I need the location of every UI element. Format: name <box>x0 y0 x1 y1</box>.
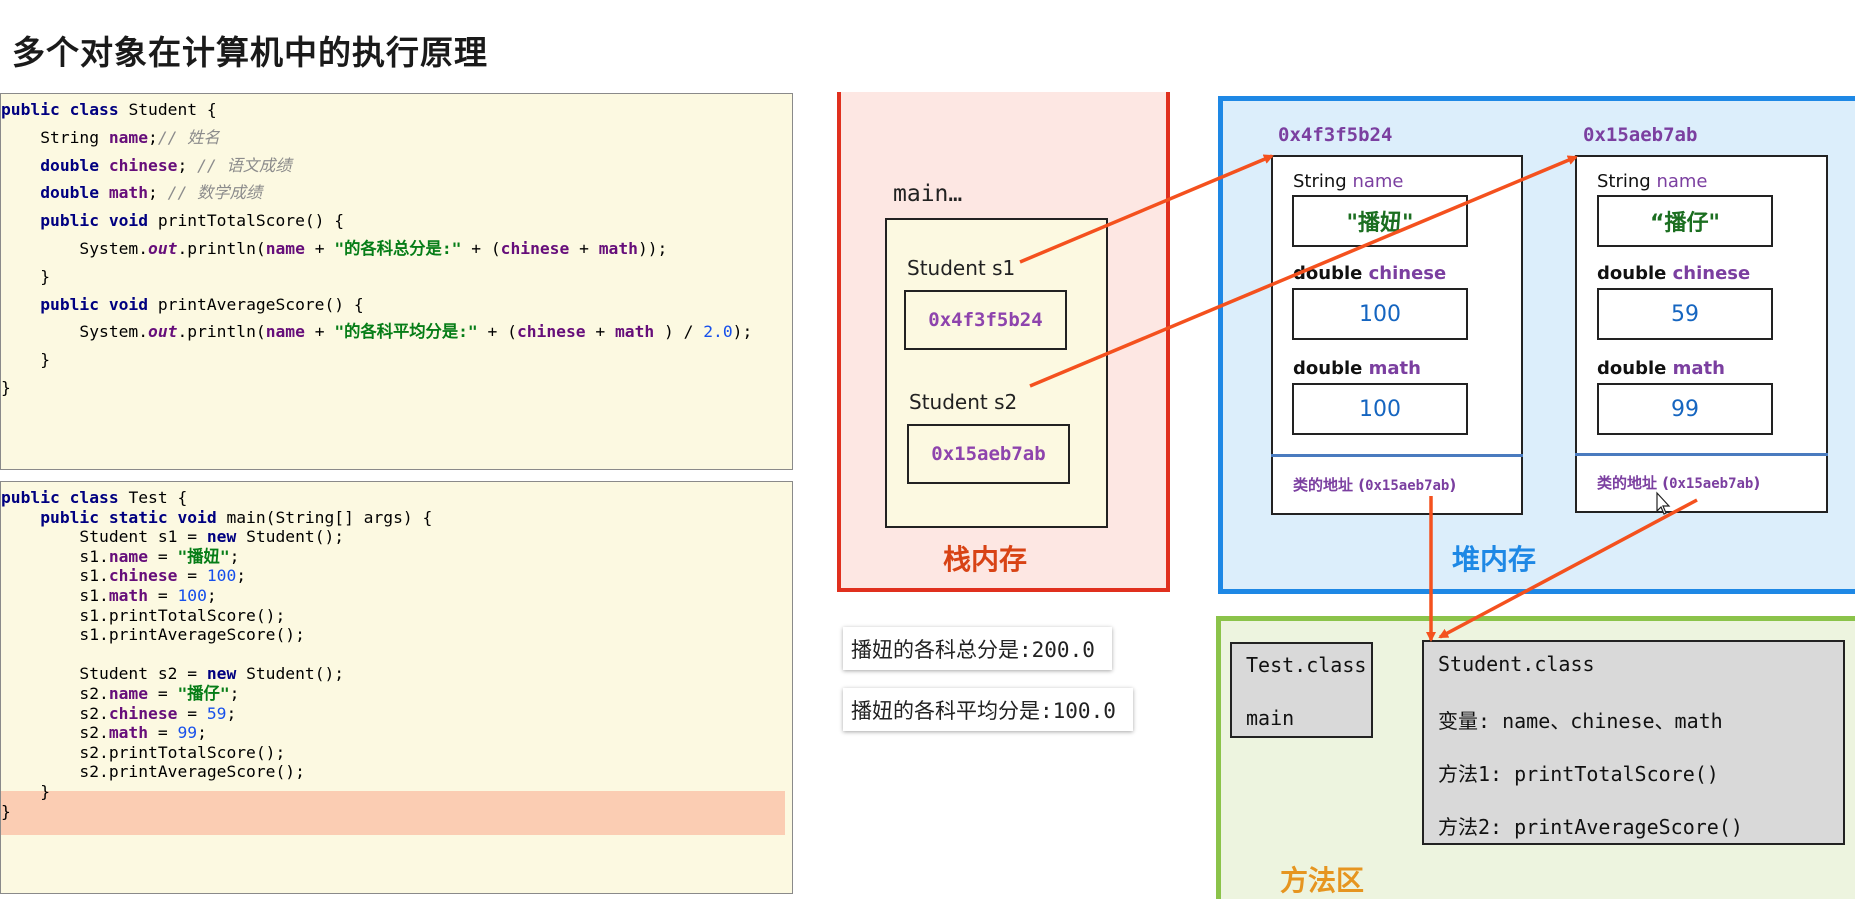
s2-label: Student s2 <box>909 390 1018 414</box>
test-code-line: } <box>1 782 51 801</box>
test-code-line: s1.name = "播妞"; <box>1 546 240 566</box>
test-class-method: main <box>1246 706 1295 730</box>
object1-math-label: double math <box>1293 358 1421 379</box>
student-class-method2: 方法2: printAverageScore() <box>1438 815 1743 839</box>
student-class-code: public class Student { String name;// 姓名… <box>0 93 793 470</box>
test-code-line: Student s2 = new Student(); <box>1 664 345 684</box>
test-class-box: Test.class main <box>1230 642 1373 738</box>
object2-name-value: “播仔" <box>1597 195 1773 247</box>
student-class-vars: 变量: name、chinese、math <box>1438 709 1723 733</box>
test-class-name: Test.class <box>1246 653 1367 677</box>
student-code-line: public class Student { <box>1 100 217 119</box>
test-code-line: public class Test { <box>1 488 188 507</box>
student-object-1: String name "播妞" double chinese 100 doub… <box>1271 155 1523 515</box>
test-code-line: s1.printAverageScore(); <box>1 625 305 645</box>
student-class-method1: 方法1: printTotalScore() <box>1438 762 1719 786</box>
object2-math-label: double math <box>1597 358 1725 379</box>
test-code-line: Student s1 = new Student(); <box>1 527 345 547</box>
highlighted-lines <box>1 791 785 835</box>
object1-chinese-label: double chinese <box>1293 263 1447 284</box>
object2-math-value: 99 <box>1597 383 1773 435</box>
student-class-name: Student.class <box>1438 652 1595 676</box>
test-code-line: s2.printTotalScore(); <box>1 742 286 762</box>
object1-name-label: String name <box>1293 171 1404 192</box>
main-stack-frame: Student s1 0x4f3f5b24 Student s2 0x15aeb… <box>885 218 1108 528</box>
student-code-line: double chinese; // 语文成绩 <box>1 155 292 175</box>
object1-separator <box>1271 454 1523 457</box>
object2-class-address: 类的地址 (0x15aeb7ab) <box>1597 474 1761 492</box>
student-code-line: System.out.println(name + "的各科总分是:" + (c… <box>1 239 668 258</box>
object2-chinese-value: 59 <box>1597 288 1773 340</box>
student-code-line: System.out.println(name + "的各科平均分是:" + (… <box>1 322 753 342</box>
object2-name-label: String name <box>1597 171 1708 192</box>
student-class-box: Student.class 变量: name、chinese、math 方法1:… <box>1422 640 1845 845</box>
test-class-code: public class Test { public static void m… <box>0 481 793 894</box>
page-title: 多个对象在计算机中的执行原理 <box>12 33 488 72</box>
test-code-line: s1.chinese = 100; <box>1 566 247 586</box>
student-code-line: } <box>1 266 51 286</box>
object2-address: 0x15aeb7ab <box>1583 124 1698 146</box>
student-code-line: } <box>1 350 51 370</box>
test-code-line: s1.printTotalScore(); <box>1 605 286 625</box>
test-code-line: } <box>1 801 11 821</box>
test-code-line: s2.printAverageScore(); <box>1 762 305 782</box>
object1-class-address: 类的地址 (0x15aeb7ab) <box>1293 476 1457 494</box>
method-area-title: 方法区 <box>1280 864 1365 897</box>
s1-label: Student s1 <box>907 256 1016 280</box>
object1-address: 0x4f3f5b24 <box>1278 124 1393 146</box>
test-code-line: s2.name = "播仔"; <box>1 684 240 703</box>
student-code-line: String name;// 姓名 <box>1 127 220 147</box>
object2-separator <box>1575 453 1828 456</box>
object1-math-value: 100 <box>1292 383 1468 435</box>
output-line-2: 播妞的各科平均分是:100.0 <box>843 688 1133 731</box>
test-code-line: s1.math = 100; <box>1 586 217 605</box>
object2-chinese-label: double chinese <box>1597 263 1751 284</box>
s1-address-box: 0x4f3f5b24 <box>904 290 1067 350</box>
student-object-2: String name “播仔" double chinese 59 doubl… <box>1575 155 1828 513</box>
stack-area-title: 栈内存 <box>943 543 1028 576</box>
student-code-line: public void printTotalScore() { <box>1 211 345 231</box>
s2-address-box: 0x15aeb7ab <box>907 424 1070 484</box>
test-code-line: s2.math = 99; <box>1 723 207 743</box>
test-code-line: s2.chinese = 59; <box>1 703 237 723</box>
output-line-1: 播妞的各科总分是:200.0 <box>843 627 1112 670</box>
object1-chinese-value: 100 <box>1292 288 1468 340</box>
test-code-line: public static void main(String[] args) { <box>1 507 433 527</box>
student-code-line: double math; // 数学成绩 <box>1 183 263 203</box>
student-code-line: } <box>1 378 11 397</box>
heap-area-title: 堆内存 <box>1452 543 1537 576</box>
student-code-line: public void printAverageScore() { <box>1 294 364 314</box>
object1-name-value: "播妞" <box>1292 195 1468 247</box>
stack-frame-label: main… <box>893 181 963 207</box>
